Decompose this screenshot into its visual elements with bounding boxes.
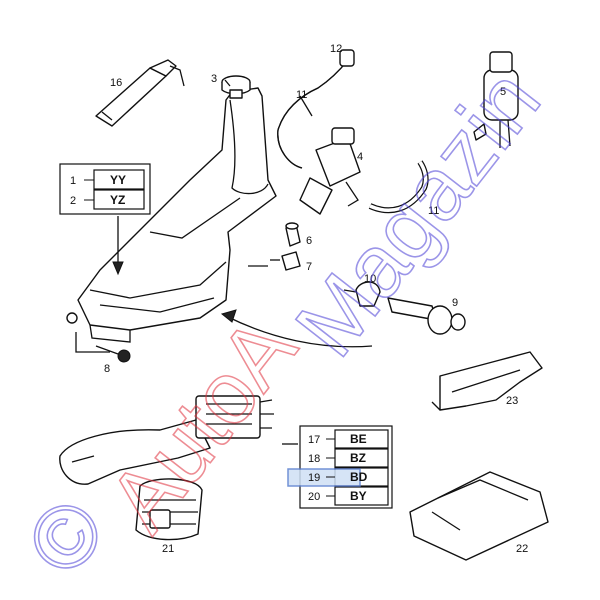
table-row-num: 17 <box>308 434 320 446</box>
bracket <box>431 351 543 411</box>
table-row-num: 1 <box>70 175 76 187</box>
table-row-num: 19 <box>308 472 320 484</box>
code-table-top: 1 YY 2 YZ <box>59 163 151 215</box>
washer-reservoir <box>66 87 277 343</box>
clip <box>355 281 381 307</box>
table-row-num: 2 <box>70 195 76 207</box>
rubber-boot <box>135 478 203 541</box>
grommet-7 <box>281 251 301 271</box>
callout-4: 4 <box>357 151 363 163</box>
hose-lower <box>368 160 429 214</box>
callout-16: 16 <box>110 77 122 89</box>
callout-23: 23 <box>506 395 518 407</box>
table-row-code: YZ <box>110 193 125 207</box>
callout-3: 3 <box>211 73 217 85</box>
callout-7: 7 <box>306 261 312 273</box>
table-row-code: BY <box>350 489 367 503</box>
callout-6: 6 <box>306 235 312 247</box>
level-sensor <box>95 59 185 127</box>
arrow-head-tank <box>220 309 237 323</box>
table-row-num: 20 <box>308 491 320 503</box>
callout-21: 21 <box>162 543 174 555</box>
jet-nozzle <box>387 297 466 335</box>
callout-9: 9 <box>452 297 458 309</box>
watermark-red-text: AutoA <box>89 299 315 549</box>
selected-row-highlight <box>287 468 361 487</box>
callout-10: 10 <box>364 273 376 285</box>
callout-22: 22 <box>516 543 528 555</box>
bolt <box>95 345 131 363</box>
pump-motor <box>473 51 519 148</box>
callout-8: 8 <box>104 363 110 375</box>
table-row-code: BE <box>350 432 367 446</box>
control-module <box>409 471 549 561</box>
callout-12: 12 <box>330 43 342 55</box>
hose-upper <box>277 49 355 169</box>
callout-11a: 11 <box>296 89 307 101</box>
wiper-stalk-switch <box>59 395 274 485</box>
arrow-to-tank <box>225 315 373 348</box>
callout-labels: 16 3 12 11 5 4 11 6 7 10 9 8 23 21 22 <box>104 43 528 555</box>
table-row-code: BZ <box>350 451 366 465</box>
code-table-bottom: 17 BE 18 BZ 19 BD 20 BY <box>287 425 393 509</box>
callout-11b: 11 <box>428 205 439 217</box>
callout-5: 5 <box>500 86 506 98</box>
table-row-code: YY <box>110 173 126 187</box>
table-row-code: BD <box>350 470 368 484</box>
grommet-6 <box>285 222 301 247</box>
table-row-num: 18 <box>308 453 320 465</box>
washer-pump <box>299 127 361 215</box>
